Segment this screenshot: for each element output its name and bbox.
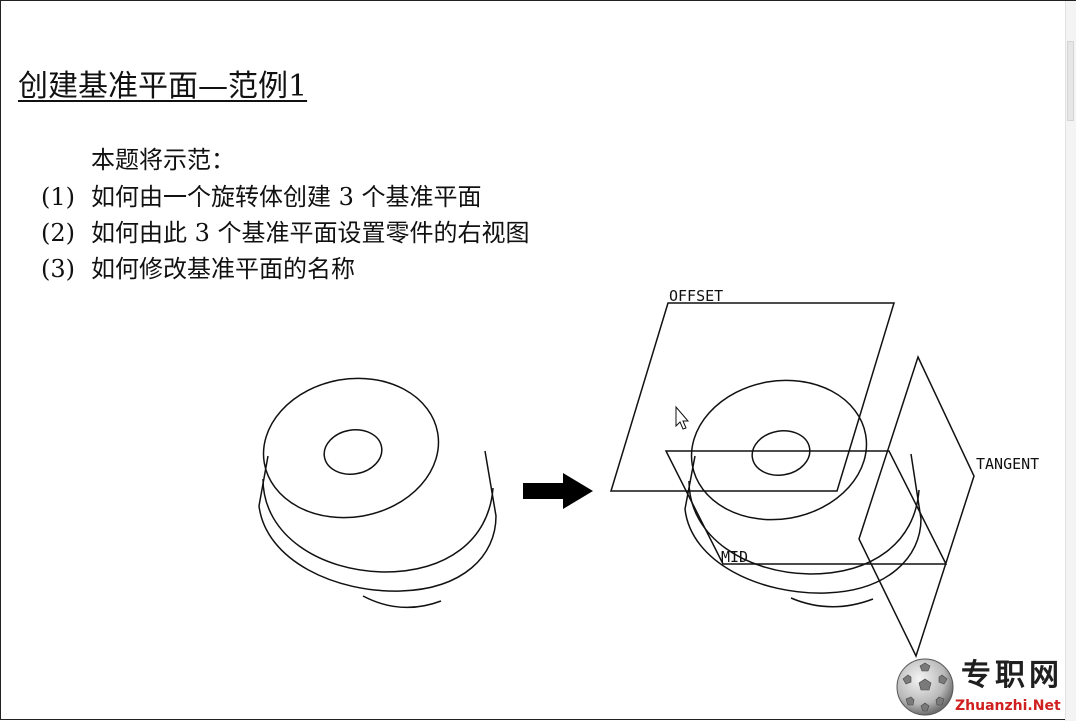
- datum-plane-mid: [664, 450, 948, 565]
- list-item: (2) 如何由此 3 个基准平面设置零件的右视图: [41, 215, 530, 251]
- list-item: (1) 如何由一个旋转体创建 3 个基准平面: [41, 179, 530, 215]
- datum-plane-tangent: [858, 354, 975, 659]
- watermark-url: Zhuanzhi.Net: [955, 698, 1061, 714]
- intro-text: 本题将示范：: [91, 146, 235, 174]
- list-item-text: 如何修改基准平面的名称: [91, 255, 355, 283]
- watermark-name: 专职网: [961, 658, 1063, 693]
- revolved-part-right: [684, 379, 922, 608]
- soccer-ball-icon: [896, 658, 954, 716]
- page-title: 创建基准平面—范例1: [18, 69, 308, 104]
- list-item-text: 如何由此 3 个基准平面设置零件的右视图: [91, 219, 530, 247]
- part-left-top-face: [262, 377, 440, 519]
- datum-plane-offset: [609, 302, 896, 492]
- list-item-text: 如何由一个旋转体创建 3 个基准平面: [91, 183, 482, 211]
- part-left-base: [362, 595, 442, 609]
- list-item-number: (2): [41, 219, 75, 247]
- list-item-number: (3): [41, 255, 75, 283]
- part-left-body: [258, 450, 497, 592]
- steps-list: (1) 如何由一个旋转体创建 3 个基准平面 (2) 如何由此 3 个基准平面设…: [41, 179, 530, 287]
- plane-label-mid: MID: [721, 548, 748, 566]
- part-right-base: [790, 597, 874, 608]
- part-right-top-face: [690, 379, 868, 521]
- part-left-rim: [262, 478, 494, 573]
- plane-label-offset: OFFSET: [669, 287, 723, 305]
- right-arrow-icon: [523, 473, 593, 509]
- mouse-pointer-icon: [675, 405, 690, 430]
- watermark-logo: 专职网 Zhuanzhi.Net: [895, 657, 1075, 719]
- list-item: (3) 如何修改基准平面的名称: [41, 251, 530, 287]
- revolved-part-left: [258, 377, 497, 609]
- vertical-scrollbar[interactable]: [1065, 1, 1076, 721]
- part-right-body: [684, 453, 922, 594]
- part-left-hole: [323, 429, 383, 475]
- plane-label-tangent: TANGENT: [976, 455, 1039, 473]
- part-right-hole: [751, 430, 811, 476]
- part-right-rim: [688, 480, 920, 575]
- scrollbar-thumb[interactable]: [1067, 41, 1074, 121]
- list-item-number: (1): [41, 183, 75, 211]
